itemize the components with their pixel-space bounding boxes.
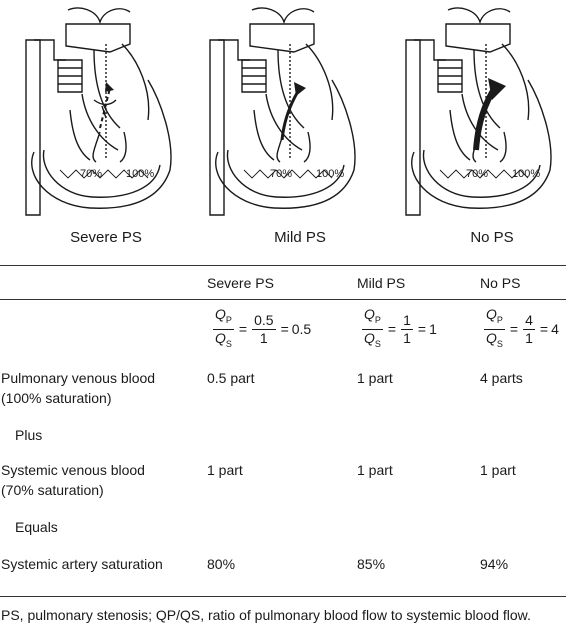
column-header-mild-ps: Mild PS [357, 275, 406, 291]
heart-diagram-mild-ps: 70% 100% [200, 0, 366, 222]
ratio-result: 4 [551, 321, 559, 338]
column-header-severe-ps: Severe PS [207, 275, 274, 291]
qp-qs-fraction: QP QS [484, 306, 505, 349]
ratio-equation-no-ps: QP QS = 4 1 = 4 [482, 306, 559, 353]
table-cell: 1 part [480, 462, 516, 478]
row-label-equals: Equals [15, 519, 58, 535]
table-cell: 94% [480, 556, 509, 572]
low-saturation-label: 70% [80, 168, 102, 180]
table-cell: 0.5 part [207, 370, 255, 386]
ratio-equation-severe-ps: QP QS = 0.5 1 = 0.5 [211, 306, 311, 353]
table-cell: 80% [207, 556, 236, 572]
heart-caption-mild-ps: Mild PS [274, 229, 326, 246]
ratio-equation-mild-ps: QP QS = 1 1 = 1 [360, 306, 437, 353]
qp-qs-fraction: QP QS [213, 306, 234, 349]
qp-qs-fraction: QP QS [362, 306, 383, 349]
low-saturation-label: 70% [270, 168, 292, 180]
heart-illustration: 70% 100% [25, 7, 172, 216]
table-header-rule [0, 299, 566, 300]
high-saturation-label: 100% [126, 168, 154, 180]
low-saturation-label: 70% [466, 168, 488, 180]
heart-illustration: 70% 100% [209, 7, 356, 216]
table-top-rule [0, 265, 566, 266]
heart-illustration: 70% 100% [405, 7, 552, 216]
footnote: PS, pulmonary stenosis; QP/QS, ratio of … [1, 607, 531, 623]
table-cell: 1 part [357, 370, 393, 386]
heart-caption-severe-ps: Severe PS [70, 229, 142, 246]
ratio-result: 1 [429, 321, 437, 338]
heart-caption-no-ps: No PS [470, 229, 514, 246]
table-cell: 85% [357, 556, 386, 572]
value-fraction: 0.5 1 [252, 311, 276, 346]
ratio-result: 0.5 [291, 321, 312, 338]
table-cell: 4 parts [480, 370, 523, 386]
row-label-plus: Plus [15, 427, 43, 443]
value-fraction: 1 1 [401, 311, 413, 346]
heart-diagram-severe-ps: 70% 100% [10, 0, 176, 222]
table-bottom-rule [0, 596, 566, 597]
row-label-systemic-artery-saturation: Systemic artery saturation [1, 556, 163, 572]
table-cell: 1 part [357, 462, 393, 478]
heart-diagram-no-ps: 70% 100% [396, 0, 562, 222]
value-fraction: 4 1 [523, 311, 535, 346]
row-label-pulmonary-venous: Pulmonary venous blood (100% saturation) [1, 370, 156, 406]
table-cell: 1 part [207, 462, 243, 478]
high-saturation-label: 100% [512, 168, 540, 180]
high-saturation-label: 100% [316, 168, 344, 180]
row-label-systemic-venous: Systemic venous blood (70% saturation) [1, 462, 145, 498]
column-header-no-ps: No PS [480, 275, 521, 291]
